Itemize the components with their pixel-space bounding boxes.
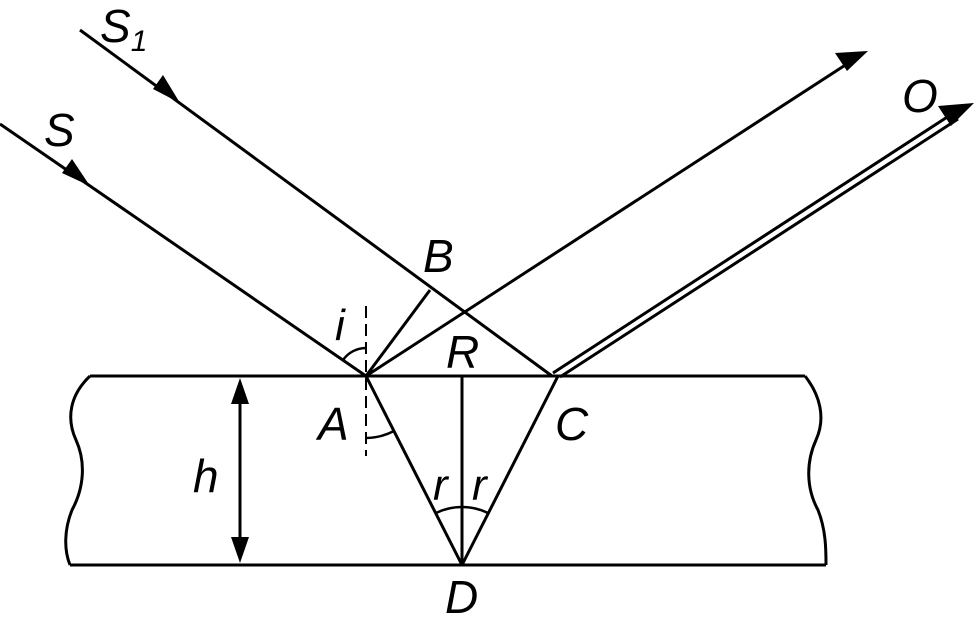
label-i: i xyxy=(335,301,346,350)
emergent-ray-c-2 xyxy=(559,117,959,379)
label-c: C xyxy=(555,398,589,450)
arrow-reflected xyxy=(835,51,868,71)
thickness-arrow-top xyxy=(231,378,249,404)
wavefront-ab xyxy=(364,289,432,377)
reflected-arrowheads xyxy=(835,51,974,126)
emergent-ray-c-1 xyxy=(552,110,956,375)
labels: S1 S B O i R A C h r r D xyxy=(44,0,938,617)
ray-dc xyxy=(460,375,560,566)
label-r-left: r xyxy=(433,461,450,510)
label-s: S xyxy=(44,104,75,156)
label-a: A xyxy=(315,398,349,450)
reflected-ray-from-a xyxy=(365,60,851,378)
thickness-arrow-bottom xyxy=(231,537,249,563)
film-slab xyxy=(64,374,828,567)
incident-rays xyxy=(0,28,553,378)
reflected-rays xyxy=(365,60,959,379)
thickness-indicator xyxy=(231,378,249,563)
incident-arrowheads xyxy=(62,75,180,186)
ray-s1 xyxy=(79,28,553,378)
label-h: h xyxy=(193,450,219,502)
angle-arcs xyxy=(341,346,489,515)
label-r-right: r xyxy=(472,461,489,510)
film-right-break xyxy=(803,375,828,566)
arrow-emergent xyxy=(938,103,974,126)
label-s1-main: S xyxy=(100,0,131,52)
label-s1-subscript: 1 xyxy=(131,25,148,58)
ray-ad xyxy=(364,375,464,566)
angle-r-right-arc xyxy=(461,505,489,515)
label-d: D xyxy=(445,571,478,617)
refracted-path xyxy=(364,375,560,566)
ray-s xyxy=(0,122,367,378)
label-r-point: R xyxy=(446,326,479,378)
label-b: B xyxy=(423,230,454,282)
arrow-s1 xyxy=(153,75,180,103)
angle-i-arc xyxy=(341,346,367,361)
angle-refraction-at-a-arc xyxy=(365,429,395,440)
film-left-break xyxy=(64,374,92,566)
arrow-s xyxy=(62,159,90,186)
label-o: O xyxy=(902,70,938,122)
label-s1: S1 xyxy=(100,0,147,58)
angle-r-left-arc xyxy=(435,505,463,515)
